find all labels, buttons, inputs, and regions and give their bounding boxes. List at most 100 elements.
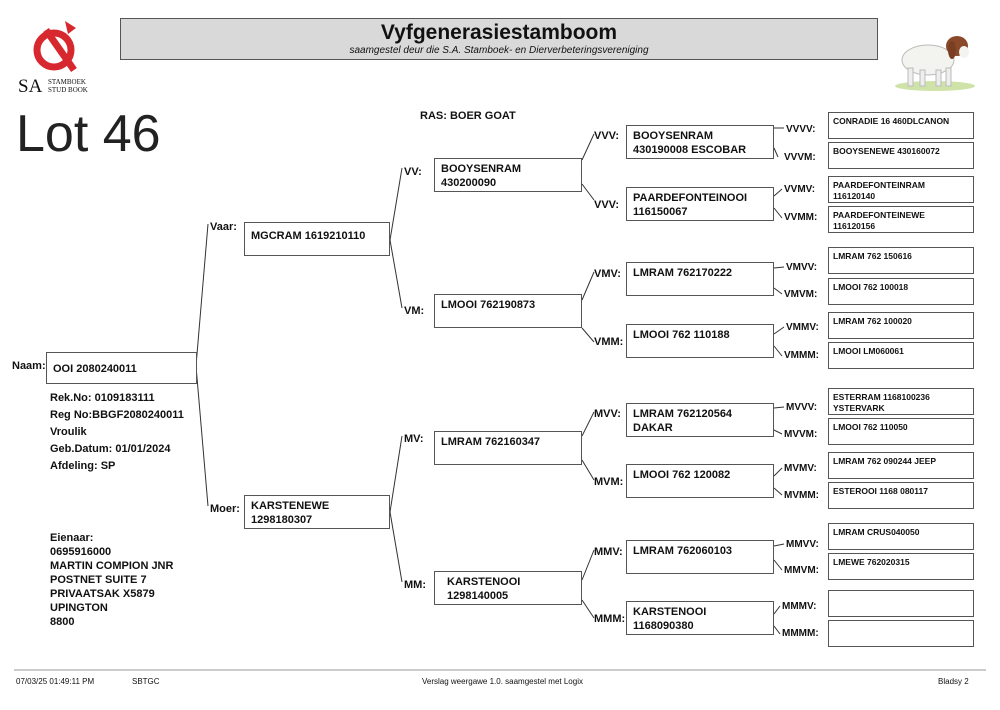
owner-line: UPINGTON xyxy=(50,602,108,614)
animal-details: Rek.No: 0109183111 Reg No:BBGF2080240011… xyxy=(50,390,184,475)
gen4-name: PAARDEFONTEINRAM 116120140 xyxy=(833,180,925,201)
gen4-name: LMRAM 762 090244 JEEP xyxy=(833,456,936,466)
gen4-box: PAARDEFONTEINRAM 116120140 xyxy=(828,176,974,203)
mvm-box: LMOOI 762 120082 xyxy=(626,464,774,498)
logo-sa-text: SA xyxy=(18,76,43,97)
mmv-box: LMRAM 762060103 xyxy=(626,540,774,574)
gen4-label: MVMV: xyxy=(784,463,817,474)
gen4-box: LMRAM 762 090244 JEEP xyxy=(828,452,974,479)
gen4-label: VVMM: xyxy=(784,212,818,223)
mv-label: MV: xyxy=(404,433,424,445)
sex: Vroulik xyxy=(50,426,87,438)
vmm-box: LMOOI 762 110188 xyxy=(626,324,774,358)
vvv-box: BOOYSENRAM 430190008 ESCOBAR xyxy=(626,125,774,159)
animal-name: OOI 2080240011 xyxy=(53,363,137,375)
mmv-label: MMV: xyxy=(594,546,623,558)
vv-label: VV: xyxy=(404,166,422,178)
gen4-name: CONRADIE 16 460DLCANON xyxy=(833,116,950,126)
mvv-box: LMRAM 762120564 DAKAR xyxy=(626,403,774,437)
gen4-box xyxy=(828,590,974,617)
vvm-box: PAARDEFONTEINOOI 116150067 xyxy=(626,187,774,221)
gen4-box: LMRAM CRUS040050 xyxy=(828,523,974,550)
mvm-label: MVM: xyxy=(594,476,624,488)
mv-box: LMRAM 762160347 xyxy=(434,431,582,465)
mvv-name: LMRAM 762120564 DAKAR xyxy=(633,408,733,434)
dam-name: KARSTENEWE 1298180307 xyxy=(251,500,330,526)
gen4-box: BOOYSENEWE 430160072 xyxy=(828,142,974,169)
owner-line: 8800 xyxy=(50,616,75,628)
section: Afdeling: SP xyxy=(50,460,116,472)
gen4-box: LMOOI 762 110050 xyxy=(828,418,974,445)
vvv-name: BOOYSENRAM 430190008 ESCOBAR xyxy=(633,130,747,156)
vmv-label: VMV: xyxy=(594,268,621,280)
gen4-label: VMMM: xyxy=(784,350,819,361)
gen4-name: LMOOI LM060061 xyxy=(833,346,904,356)
gen4-label: MMVV: xyxy=(786,539,819,550)
owner-block: Eienaar: 0695916000 MARTIN COMPION JNR P… xyxy=(50,531,173,629)
rek-no: Rek.No: 0109183111 xyxy=(50,392,155,404)
vm-name: LMOOI 762190873 xyxy=(441,299,536,311)
gen4-name: ESTERRAM 1168100236 YSTERVARK xyxy=(833,392,930,413)
gen4-name: LMOOI 762 110050 xyxy=(833,422,908,432)
mmm-box: KARSTENOOI 1168090380 xyxy=(626,601,774,635)
gen4-box: LMEWE 762020315 xyxy=(828,553,974,580)
gen4-name: LMOOI 762 100018 xyxy=(833,282,909,292)
dam-box: KARSTENEWE 1298180307 xyxy=(244,495,390,529)
footer-code: SBTGC xyxy=(132,677,160,686)
vvv-label: VVV: xyxy=(594,130,620,142)
mv-name: LMRAM 762160347 xyxy=(441,436,541,448)
owner-line: POSTNET SUITE 7 xyxy=(50,574,147,586)
gen4-label: VVVM: xyxy=(784,152,816,163)
gen4-label: VVMV: xyxy=(784,184,816,195)
gen4-label: VMVV: xyxy=(786,262,818,273)
gen4-name: LMRAM CRUS040050 xyxy=(833,527,920,537)
birth-date: Geb.Datum: 01/01/2024 xyxy=(50,443,171,455)
gen4-box: PAARDEFONTEINEWE 116120156 xyxy=(828,206,974,233)
studbook-logo: SA STAMBOEK STUD BOOK xyxy=(18,16,108,100)
owner-line: 0695916000 xyxy=(50,546,112,558)
gen4-box: ESTERRAM 1168100236 YSTERVARK xyxy=(828,388,974,415)
gen4-label: MMVM: xyxy=(784,565,819,576)
page-title: Vyfgenerasiestamboom xyxy=(380,21,618,44)
gen4-name: ESTEROOI 1168 080117 xyxy=(833,486,928,496)
page-subtitle: saamgestel deur die S.A. Stamboek- en Di… xyxy=(349,45,649,56)
lot-number: Lot 46 xyxy=(16,105,161,163)
gen4-label: VMVM: xyxy=(784,289,818,300)
reg-no: Reg No:BBGF2080240011 xyxy=(50,409,184,421)
footer-version: Verslag weergawe 1.0. saamgestel met Log… xyxy=(422,677,583,686)
gen4-box: LMOOI LM060061 xyxy=(828,342,974,369)
gen4-box: LMRAM 762 150616 xyxy=(828,247,974,274)
mvm-name: LMOOI 762 120082 xyxy=(633,469,731,481)
vm-label: VM: xyxy=(404,305,425,317)
gen4-box xyxy=(828,620,974,647)
gen4-name: PAARDEFONTEINEWE 116120156 xyxy=(833,210,925,231)
gen4-label: VMMV: xyxy=(786,322,819,333)
naam-label: Naam: xyxy=(12,360,46,372)
owner-line: PRIVAATSAK X5879 xyxy=(50,588,155,600)
vaar-label: Vaar: xyxy=(210,221,237,233)
owner-line: MARTIN COMPION JNR xyxy=(50,560,174,572)
vvm-name: PAARDEFONTEINOOI 116150067 xyxy=(633,192,748,218)
mmm-label: MMM: xyxy=(594,613,626,625)
gen4-label: MVVM: xyxy=(784,429,818,440)
vmm-name: LMOOI 762 110188 xyxy=(633,329,730,341)
mvv-label: MVV: xyxy=(594,408,621,420)
goat-icon xyxy=(895,36,975,91)
gen4-name: LMRAM 762 150616 xyxy=(833,251,912,261)
gen4-label: MVVV: xyxy=(786,402,818,413)
breed-label: RAS: BOER GOAT xyxy=(420,110,516,122)
animal-name-box: OOI 2080240011 xyxy=(46,352,197,384)
gen4-label: MMMM: xyxy=(782,628,819,639)
sire-name: MGCRAM 1619210110 xyxy=(251,230,366,242)
logo-line2: STUD BOOK xyxy=(48,86,88,94)
logo-line1: STAMBOEK xyxy=(48,78,86,86)
mm-box: KARSTENOOI 1298140005 xyxy=(434,571,582,605)
moer-label: Moer: xyxy=(210,503,240,515)
gen4-box: LMRAM 762 100020 xyxy=(828,312,974,339)
gen4-label: MVMM: xyxy=(784,490,819,501)
gen4-name: LMRAM 762 100020 xyxy=(833,316,912,326)
logo-symbol-icon xyxy=(33,21,77,73)
vmm-label: VMM: xyxy=(594,336,624,348)
vmv-box: LMRAM 762170222 xyxy=(626,262,774,296)
